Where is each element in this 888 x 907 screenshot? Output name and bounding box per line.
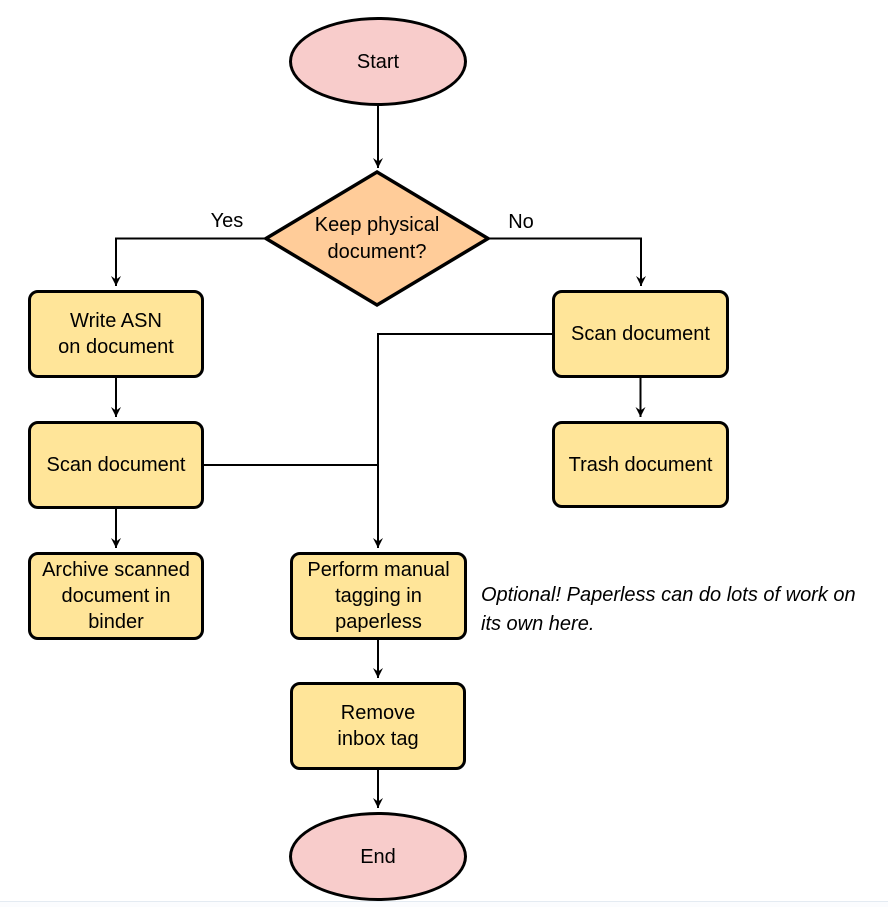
node-perform-tagging-label: Perform manual tagging in paperless bbox=[307, 559, 450, 633]
edge-label-yes: Yes bbox=[210, 210, 244, 232]
node-end-label: End bbox=[360, 845, 396, 868]
node-scan-document-left: Scan document bbox=[28, 421, 204, 509]
node-remove-inbox-tag-label: Remove inbox tag bbox=[337, 702, 419, 750]
edge-decision-no-to-scan-right bbox=[488, 237, 646, 286]
node-scan-document-left-label: Scan document bbox=[46, 454, 186, 476]
annotation-optional-note: Optional! Paperless can do lots of work … bbox=[481, 584, 856, 635]
node-start: Start bbox=[289, 17, 467, 106]
node-archive-document: Archive scanned document in binder bbox=[28, 552, 204, 640]
node-write-asn-label: Write ASN on document bbox=[58, 310, 174, 358]
node-trash-document-label: Trash document bbox=[568, 453, 713, 476]
bottom-window-edge bbox=[0, 901, 888, 907]
node-scan-document-right: Scan document bbox=[552, 290, 729, 378]
node-scan-document-right-label: Scan document bbox=[571, 323, 710, 345]
node-end: End bbox=[289, 812, 467, 901]
node-trash-document: Trash document bbox=[552, 421, 729, 508]
node-perform-tagging: Perform manual tagging in paperless bbox=[290, 552, 467, 640]
node-decision-label: Keep physical document? bbox=[314, 214, 440, 263]
edge-scan-right-to-perform-tagging bbox=[373, 333, 552, 548]
edge-decision-yes-to-write-asn bbox=[111, 237, 266, 286]
node-start-label: Start bbox=[356, 50, 400, 73]
edge-label-no: No bbox=[508, 211, 534, 233]
node-write-asn: Write ASN on document bbox=[28, 290, 204, 378]
node-remove-inbox-tag: Remove inbox tag bbox=[290, 682, 466, 770]
node-archive-document-label: Archive scanned document in binder bbox=[42, 559, 190, 633]
